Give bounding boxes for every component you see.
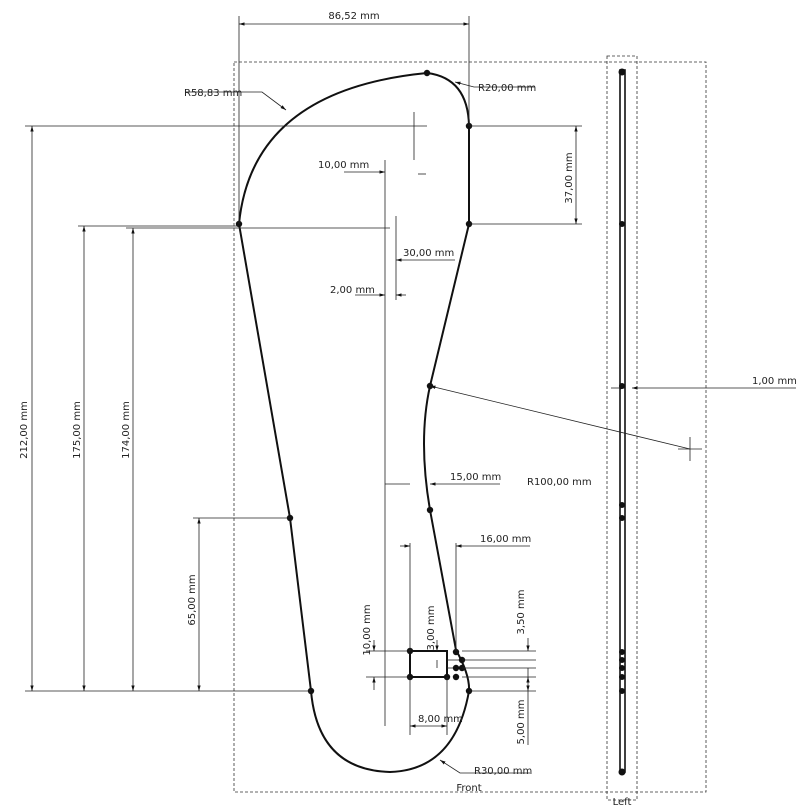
front-view-label: Front [456,783,481,794]
dim-height-65[interactable]: 65,00 mm [187,517,290,691]
left-view-label: Left [613,797,632,808]
dim-radius-top[interactable]: R20,00 mm [454,81,536,94]
dim-thickness[interactable]: 1,00 mm [611,376,797,390]
dim-radius-big[interactable]: R58,83 mm [184,88,287,111]
dim-label: 10,00 mm [362,604,373,655]
vertex-point[interactable] [426,506,434,514]
dim-height-174[interactable]: 174,00 mm [121,227,390,691]
dim-label: 8,00 mm [418,714,463,725]
dim-offset-15[interactable]: 15,00 mm [385,472,501,486]
dim-offset-2[interactable]: 2,00 mm [330,285,406,297]
vertex-point[interactable] [423,69,431,77]
left-profile[interactable] [618,68,626,776]
front-profile[interactable] [235,69,473,774]
vertex-point[interactable] [619,515,625,521]
dim-offset-30[interactable]: 30,00 mm [395,216,455,300]
dim-label: 30,00 mm [403,248,454,259]
dim-height-37[interactable]: 37,00 mm [469,125,582,225]
dim-height-10[interactable]: 10,00 mm [362,604,410,690]
pocket-detail[interactable] [409,650,448,678]
dim-height-5[interactable]: 5,00 mm [469,677,536,745]
dim-offset-16[interactable]: 16,00 mm [400,534,531,651]
vertex-point[interactable] [619,649,625,655]
dim-label: 3,00 mm [426,606,437,651]
dim-width-8[interactable]: 8,00 mm [409,677,463,735]
dim-label: 1,00 mm [752,376,797,387]
dim-height-3[interactable]: 3,00 mm [426,606,439,668]
outer-contour[interactable] [237,71,471,774]
left-view-frame[interactable] [606,55,638,801]
dim-label: R20,00 mm [478,83,536,94]
dim-label: 37,00 mm [564,152,575,203]
vertex-point[interactable] [618,768,626,776]
dim-label: 5,00 mm [516,700,527,745]
dim-radius-100[interactable]: R100,00 mm [429,385,702,488]
vertex-point[interactable] [619,688,625,694]
dim-width-top[interactable]: 86,52 mm [238,11,470,224]
vertex-point[interactable] [619,502,625,508]
dim-label: 2,00 mm [330,285,375,296]
front-view-frame[interactable] [233,61,707,793]
dim-radius-30[interactable]: R30,00 mm [439,759,532,777]
vertex-point[interactable] [619,674,625,680]
dim-height-3-5[interactable]: 3,50 mm [462,590,536,680]
dim-height-212[interactable]: 212,00 mm [19,125,427,692]
vertex-point[interactable] [619,221,625,227]
vertex-point[interactable] [619,665,625,671]
vertex-point[interactable] [452,673,460,681]
dim-label: R30,00 mm [474,766,532,777]
dim-label: 15,00 mm [450,472,501,483]
dim-label: 174,00 mm [121,401,132,459]
center-marker-top [413,112,426,175]
dim-label: 65,00 mm [187,574,198,625]
vertex-point[interactable] [618,68,626,76]
vertex-point[interactable] [452,664,460,672]
dim-label: 86,52 mm [328,11,379,22]
vertex-point[interactable] [452,648,460,656]
dim-offset-10[interactable]: 10,00 mm [318,160,386,726]
dim-label: R100,00 mm [527,477,592,488]
dim-label: 16,00 mm [480,534,531,545]
dim-label: 10,00 mm [318,160,369,171]
dim-height-175[interactable]: 175,00 mm [72,225,239,691]
dim-label: 212,00 mm [19,401,30,459]
dim-label: 3,50 mm [516,590,527,635]
dim-label: 175,00 mm [72,401,83,459]
dim-label: R58,83 mm [184,88,242,99]
vertex-point[interactable] [619,657,625,663]
